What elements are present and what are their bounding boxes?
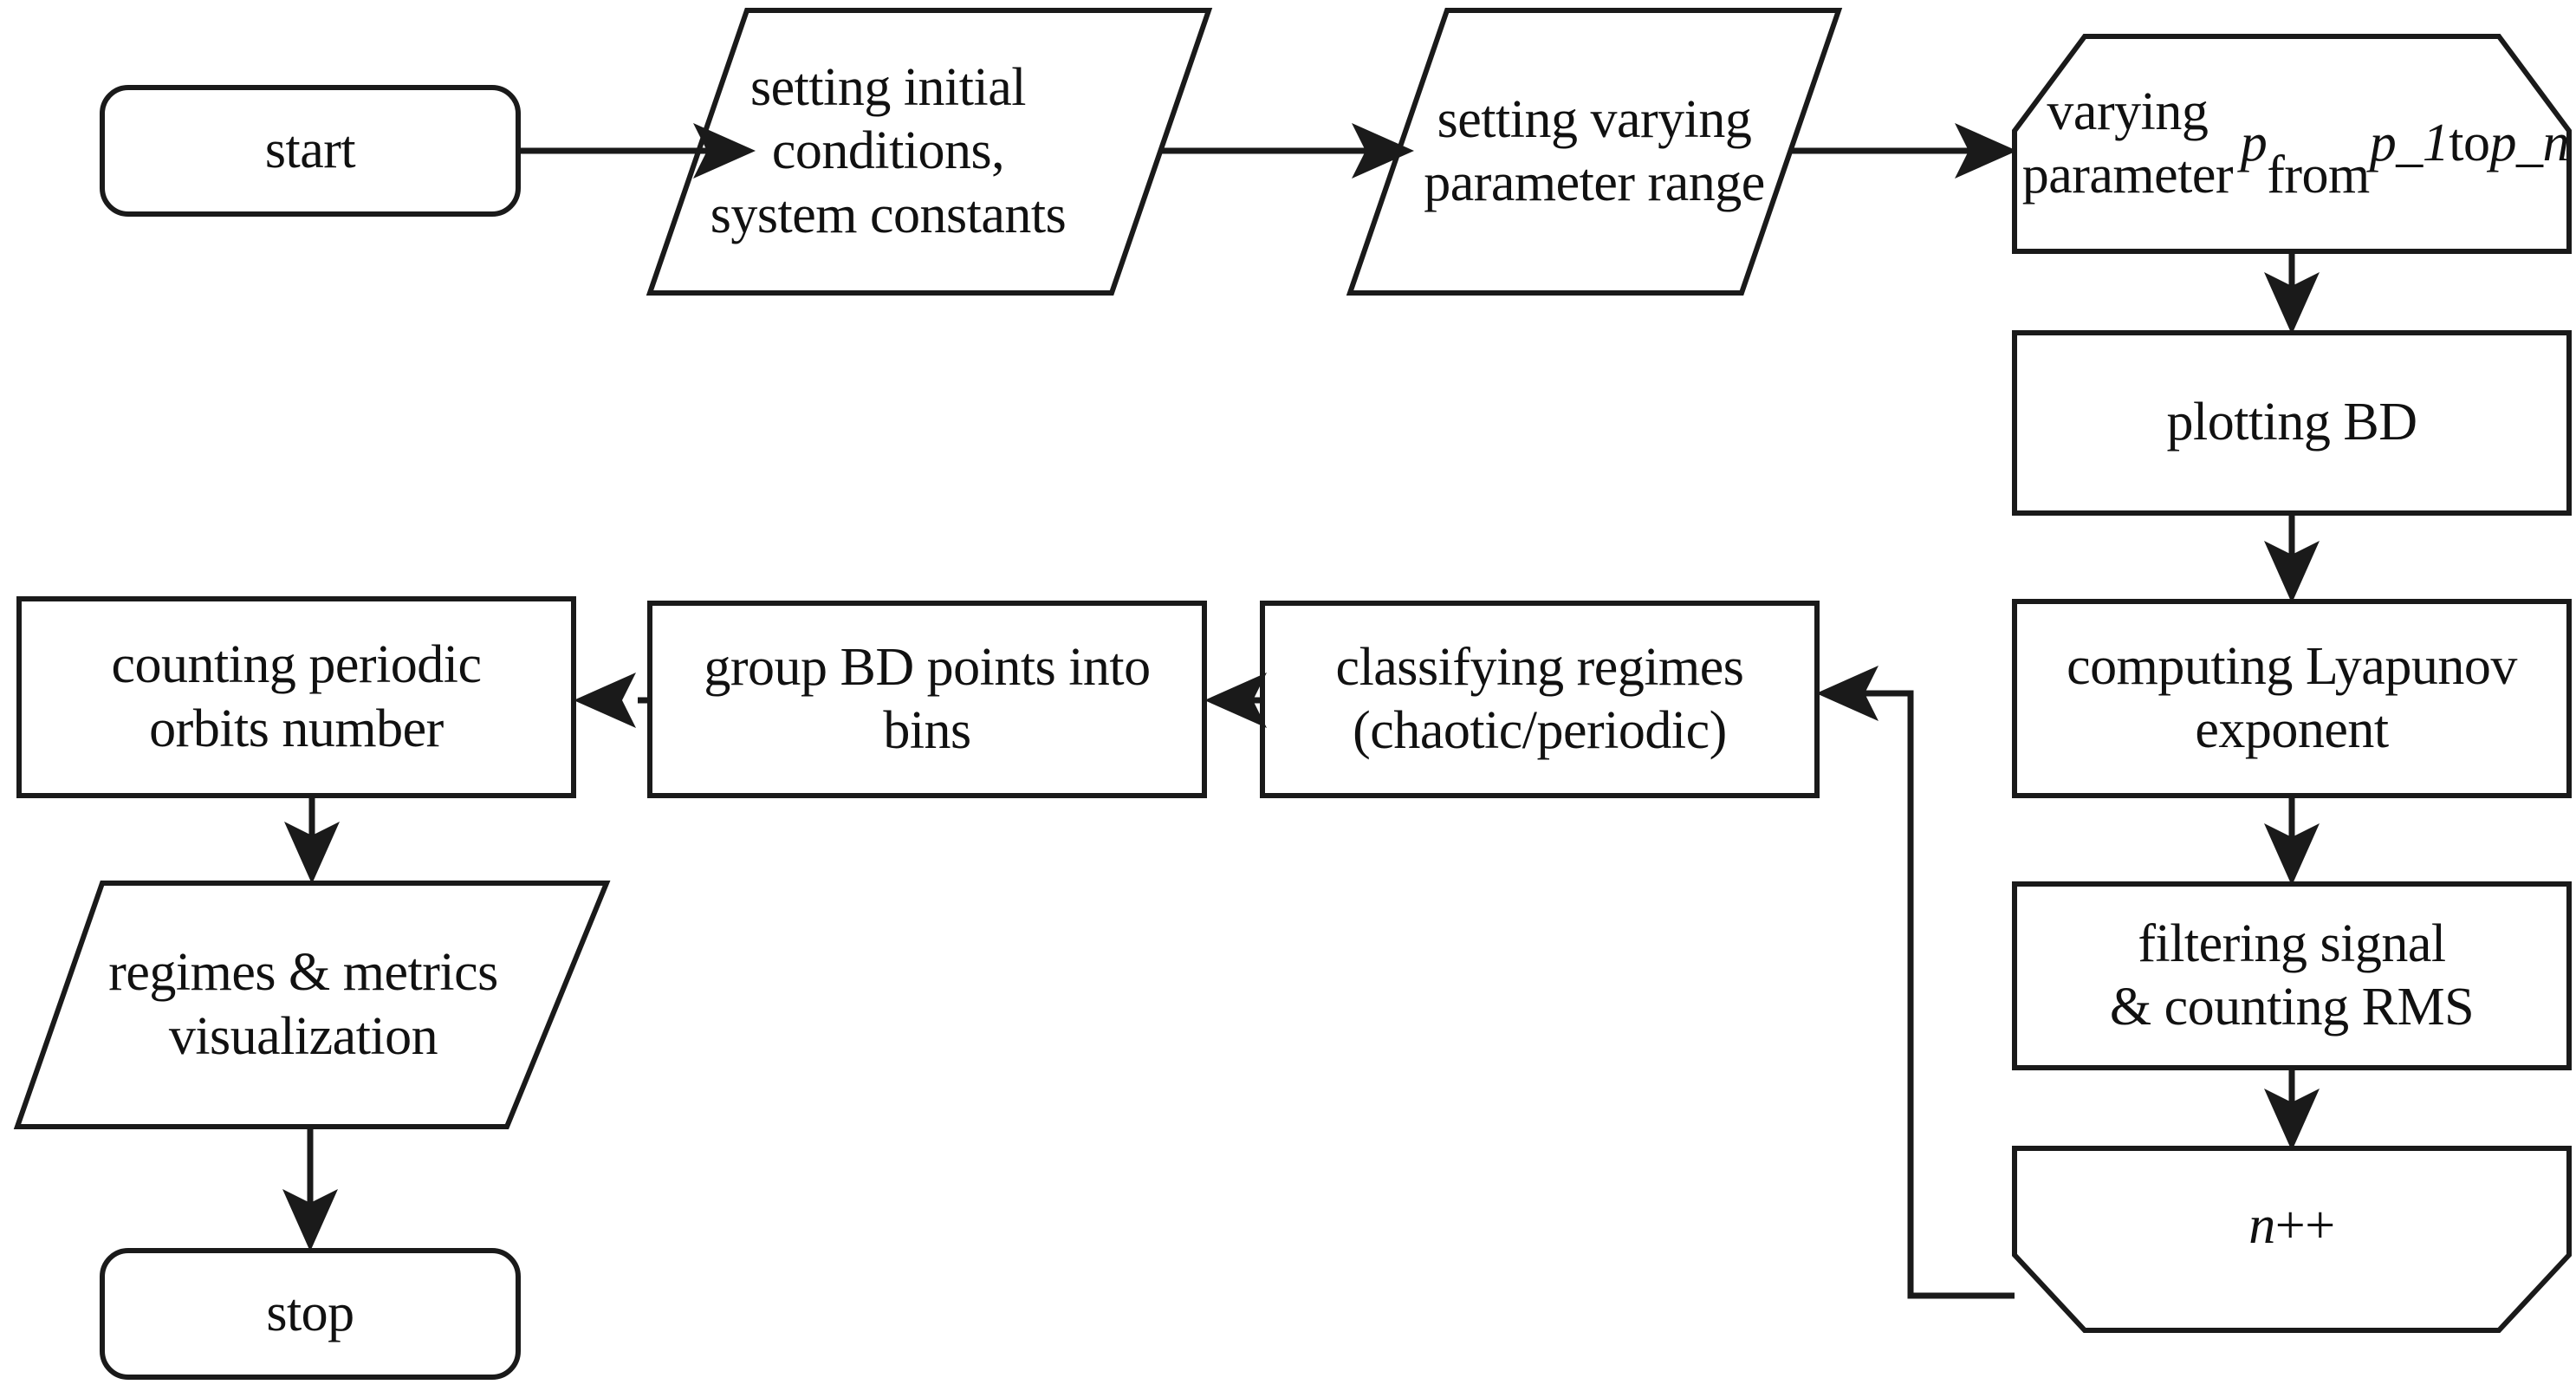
edge-count-orbits-to-visualize [284, 796, 340, 884]
node-filter-rms-shape[interactable] [2012, 881, 2572, 1070]
edge-loop-start-to-plot-bd [2264, 251, 2320, 335]
node-start-shape[interactable] [100, 85, 521, 217]
edge-filter-rms-to-loop-end [2264, 1068, 2320, 1151]
edge-start-to-init [518, 123, 756, 179]
node-range-shape[interactable] [1346, 8, 1843, 296]
edge-plot-bd-to-lyapunov [2264, 513, 2320, 603]
node-plot-bd-shape[interactable] [2012, 330, 2572, 516]
node-visualize-shape[interactable] [13, 881, 611, 1129]
edge-lyapunov-to-filter-rms [2264, 796, 2320, 886]
edge-group-bins-to-count-orbits [574, 673, 650, 728]
node-loop-end-shape[interactable] [2012, 1146, 2572, 1333]
node-group-bins-shape[interactable] [647, 601, 1207, 798]
edge-visualize-to-stop [282, 1127, 338, 1251]
node-classify-shape[interactable] [1260, 601, 1820, 798]
node-lyapunov-shape[interactable] [2012, 599, 2572, 798]
edge-init-to-range [1159, 123, 1414, 179]
node-stop-shape[interactable] [100, 1248, 521, 1380]
node-loop-start-shape[interactable] [2012, 34, 2572, 254]
node-count-orbits-shape[interactable] [16, 596, 576, 798]
edge-classify-to-group-bins [1204, 673, 1267, 728]
edge-loop-end-to-classify [1816, 666, 2015, 1299]
node-init-shape[interactable] [646, 8, 1213, 296]
edge-range-to-loop-start [1789, 123, 2017, 179]
